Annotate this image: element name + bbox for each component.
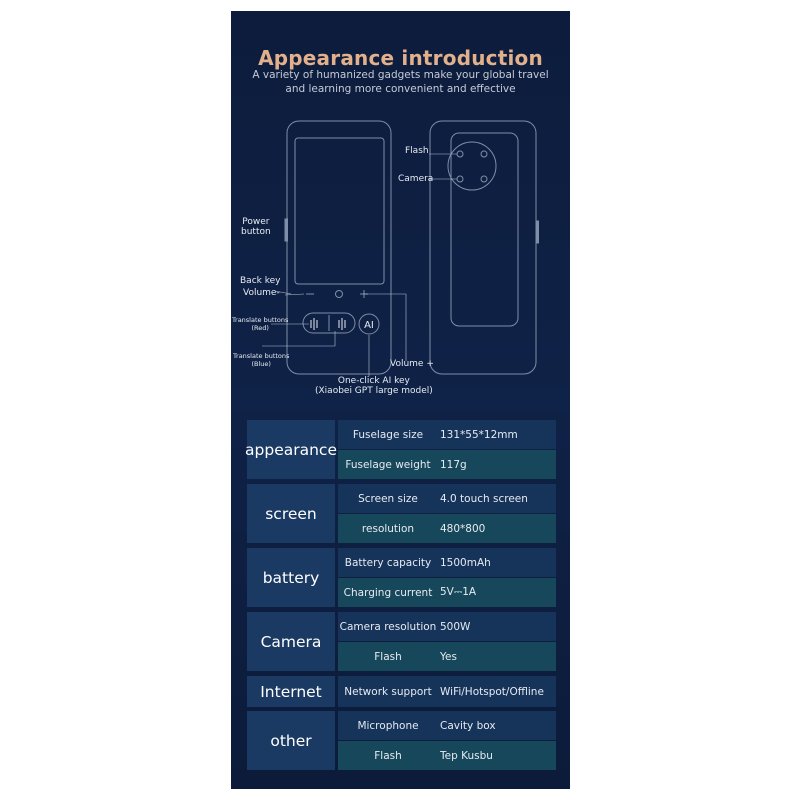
spec-value: 4.0 touch screen [440,492,528,505]
spec-value: 117g [440,458,467,471]
callout-lines [262,153,457,376]
camera-lens-1 [456,175,464,183]
spec-category: appearance [245,420,337,479]
spec-key: Charging current [343,586,433,599]
spec-key: Battery capacity [344,556,432,569]
device-back [429,120,539,375]
spec-item: Screen size 4.0 touch screen [338,484,556,513]
spec-key: Network support [344,685,432,698]
front-screen [294,137,385,285]
spec-row-screen: screen Screen size 4.0 touch screen resolut… [247,484,556,543]
product-card: Appearance introduction A variety of hum… [231,11,570,789]
back-key-icon [335,290,343,298]
device-diagram: AI [262,120,539,376]
flash-lens-2 [480,150,488,158]
ai-key-button [358,313,380,335]
spec-item: resolution 480*800 [338,514,556,543]
translate-red-callout: Translate buttons(Red) [232,316,289,332]
back-key-callout: Back key [240,276,281,286]
spec-key: Flash [374,650,402,663]
spec-value: 480*800 [440,522,486,535]
volume-minus-callout: Volume- [243,288,280,298]
spec-item: Battery capacity 1500mAh [338,548,556,577]
camera-lens-2 [480,175,488,183]
spec-key: resolution [361,522,415,535]
spec-value: 500W [440,620,471,633]
spec-value: 5V⎓1A [440,586,477,598]
spec-key: Microphone [357,719,419,732]
spec-key: Camera resolution [339,620,437,633]
subtitle-line-2: and learning more convenient and effecti… [285,82,516,95]
spec-item: Charging current 5V⎓1A [338,578,556,607]
back-side-button [535,220,539,244]
ai-key-callout: One-click AI key(Xiaobei GPT large model… [315,376,433,396]
device-front [284,120,392,375]
camera-module [447,141,497,191]
spec-key: Flash [374,749,402,762]
flash-callout: Flash [405,146,429,156]
spec-item: Network support WiFi/Hotspot/Offline [338,676,556,707]
spec-item: Microphone Cavity box [338,711,556,740]
power-button-shape [284,218,288,242]
spec-category: battery [247,548,335,607]
spec-category: screen [247,484,335,543]
ai-key-label: AI [364,320,374,331]
camera-callout: Camera [398,174,434,184]
spec-category: Internet [247,676,335,707]
translate-blue-icon [338,318,346,330]
page-subtitle: A variety of humanized gadgets make your… [231,69,570,96]
spec-value: 1500mAh [440,556,491,569]
spec-item: Flash Tep Kusbu [338,741,556,770]
spec-key: Fuselage weight [345,458,431,471]
translate-red-icon [310,318,318,330]
spec-item: Fuselage weight 117g [338,450,556,479]
subtitle-line-1: A variety of humanized gadgets make your… [252,69,549,81]
front-body [286,120,392,375]
spec-value: Yes [440,650,457,663]
spec-value: Tep Kusbu [440,749,493,762]
spec-value: 131*55*12mm [440,428,518,441]
spec-category: Camera [247,612,335,671]
spec-category: other [247,711,335,770]
spec-item: Fuselage size 131*55*12mm [338,420,556,449]
back-body [429,120,537,375]
spec-key: Fuselage size [352,428,424,441]
back-panel [450,132,519,327]
translate-buttons [302,312,356,334]
translate-blue-callout: Translate buttons(Blue) [233,352,290,368]
page-title: Appearance introduction [258,46,543,70]
flash-lens-1 [456,150,464,158]
spec-key: Screen size [358,492,418,505]
spec-value: Cavity box [440,719,496,732]
spec-value: WiFi/Hotspot/Offline [440,685,544,698]
spec-item: Flash Yes [338,642,556,671]
volume-plus-callout: Volume + [390,359,434,369]
spec-row-internet: Internet Network support WiFi/Hotspot/Offl… [247,676,556,707]
